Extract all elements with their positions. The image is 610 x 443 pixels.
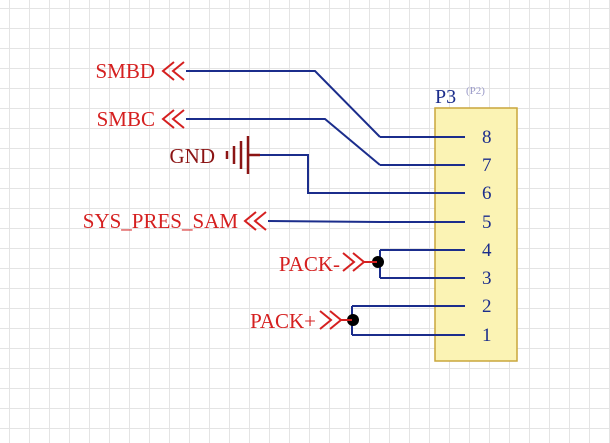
pin-number: 5 — [482, 212, 492, 233]
port-pack-plus-arrow[interactable] — [319, 310, 352, 330]
net-label-gnd[interactable]: GND — [170, 144, 216, 168]
pin-number: 1 — [482, 325, 492, 346]
pin-number: 7 — [482, 155, 492, 176]
connector-body[interactable] — [434, 107, 518, 362]
wires — [186, 70, 381, 335]
ground-icon[interactable] — [225, 136, 260, 174]
net-label-sys-pres-sam[interactable]: SYS_PRES_SAM — [83, 209, 239, 233]
port-smbd-arrow[interactable] — [161, 61, 185, 81]
connector-designator: P3 — [435, 86, 456, 108]
connector-pin-numbers: 8 7 6 5 4 3 2 1 — [482, 127, 492, 346]
connector-pin-lines — [352, 136, 465, 336]
port-smbc-arrow[interactable] — [161, 109, 185, 129]
wire-smbd[interactable] — [186, 70, 381, 138]
net-label-pack-plus[interactable]: PACK+ — [250, 309, 316, 333]
pin-number: 8 — [482, 127, 492, 148]
net-label-pack-minus[interactable]: PACK- — [279, 252, 340, 276]
pin-number: 4 — [482, 240, 492, 261]
port-pack-minus-arrow[interactable] — [342, 252, 377, 272]
wire-sys-pres-sam[interactable] — [267, 220, 381, 223]
net-label-smbc[interactable]: SMBC — [97, 107, 155, 131]
pin-number: 3 — [482, 268, 492, 289]
pin-number: 2 — [482, 296, 492, 317]
pin-number: 6 — [482, 183, 492, 204]
wire-gnd[interactable] — [260, 154, 380, 194]
junction-pack-plus — [347, 314, 359, 326]
wire-smbc[interactable] — [186, 118, 381, 166]
junction-pack-minus — [372, 256, 384, 268]
port-sys-pres-sam-arrow[interactable] — [243, 211, 267, 231]
connector-alt-designator: (P2) — [466, 85, 485, 97]
net-label-smbd[interactable]: SMBD — [95, 59, 155, 83]
